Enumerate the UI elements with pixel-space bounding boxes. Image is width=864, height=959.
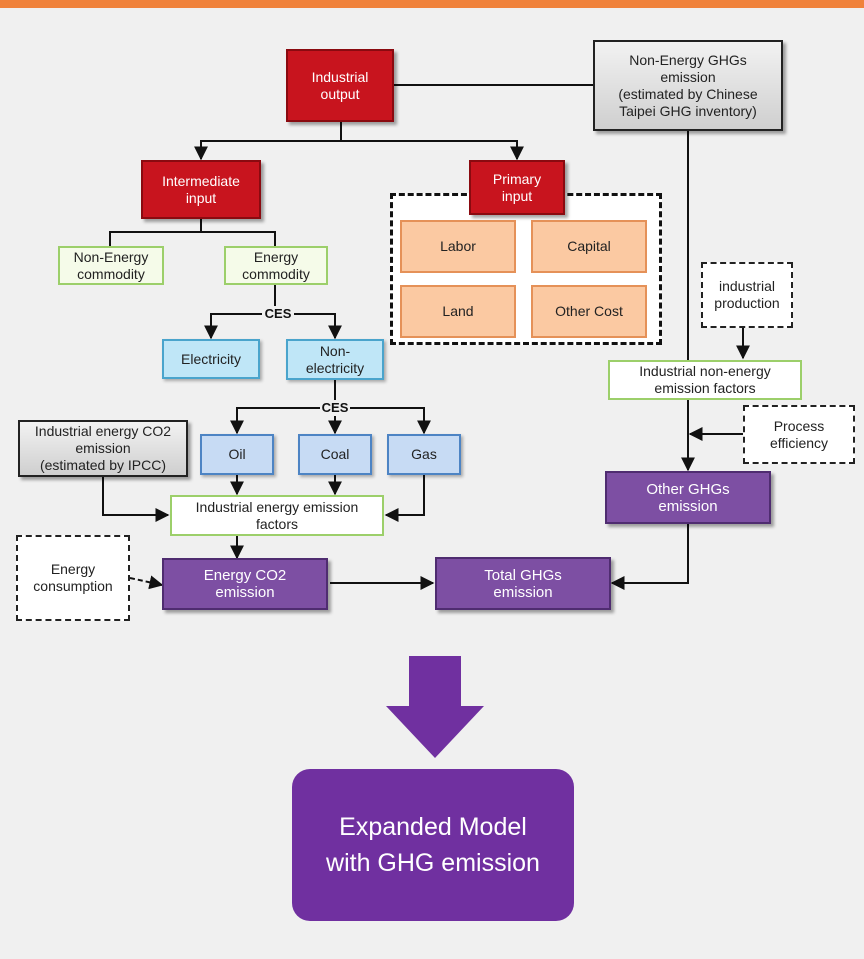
top-accent-bar <box>0 0 864 8</box>
industrial-energy-factors-box: Industrial energy emission factors <box>170 495 384 536</box>
total-ghgs-emission-box: Total GHGs emission <box>435 557 611 610</box>
intermediate-input-box: Intermediate input <box>141 160 261 219</box>
ces-label-1: CES <box>264 306 292 321</box>
primary-input-box: Primary input <box>469 160 565 215</box>
process-efficiency-box: Process efficiency <box>743 405 855 464</box>
land-box: Land <box>400 285 516 338</box>
labor-box: Labor <box>400 220 516 273</box>
non-energy-commodity-box: Non-Energy commodity <box>58 246 164 285</box>
industrial-energy-co2-box: Industrial energy CO2 emission (estimate… <box>18 420 188 477</box>
down-arrow-icon <box>386 656 484 758</box>
other-ghgs-emission-box: Other GHGs emission <box>605 471 771 524</box>
industrial-output-box: Industrial output <box>286 49 394 122</box>
energy-co2-emission-box: Energy CO2 emission <box>162 558 328 610</box>
other-cost-box: Other Cost <box>531 285 647 338</box>
line-consumption-energyco2 <box>129 575 164 590</box>
electricity-box: Electricity <box>162 339 260 379</box>
energy-commodity-box: Energy commodity <box>224 246 328 285</box>
line-intermediate-split <box>109 219 202 246</box>
oil-box: Oil <box>200 434 274 475</box>
line-to-intermediate <box>194 140 341 161</box>
line-ces2-gas <box>350 407 431 435</box>
capital-box: Capital <box>531 220 647 273</box>
industrial-non-energy-factors-box: Industrial non-energy emission factors <box>608 360 802 400</box>
ces-label-2: CES <box>321 400 349 415</box>
coal-box: Coal <box>298 434 372 475</box>
line-to-primary <box>341 140 524 161</box>
line-ipcc-factors <box>102 477 170 522</box>
line-gas-factors <box>384 475 425 522</box>
line-ces-electricity <box>204 313 262 340</box>
line-intermediate-energy <box>201 231 276 246</box>
non-energy-ghgs-box: Non-Energy GHGs emission (estimated by C… <box>593 40 783 131</box>
line-ces-nonelectricity <box>294 313 342 340</box>
gas-box: Gas <box>387 434 461 475</box>
expanded-model-box: Expanded Model with GHG emission <box>292 769 574 921</box>
line-ces2-oil <box>230 407 320 435</box>
non-electricity-box: Non- electricity <box>286 339 384 380</box>
line-other-total <box>610 524 689 590</box>
industrial-production-box: industrial production <box>701 262 793 328</box>
energy-consumption-box: Energy consumption <box>16 535 130 621</box>
